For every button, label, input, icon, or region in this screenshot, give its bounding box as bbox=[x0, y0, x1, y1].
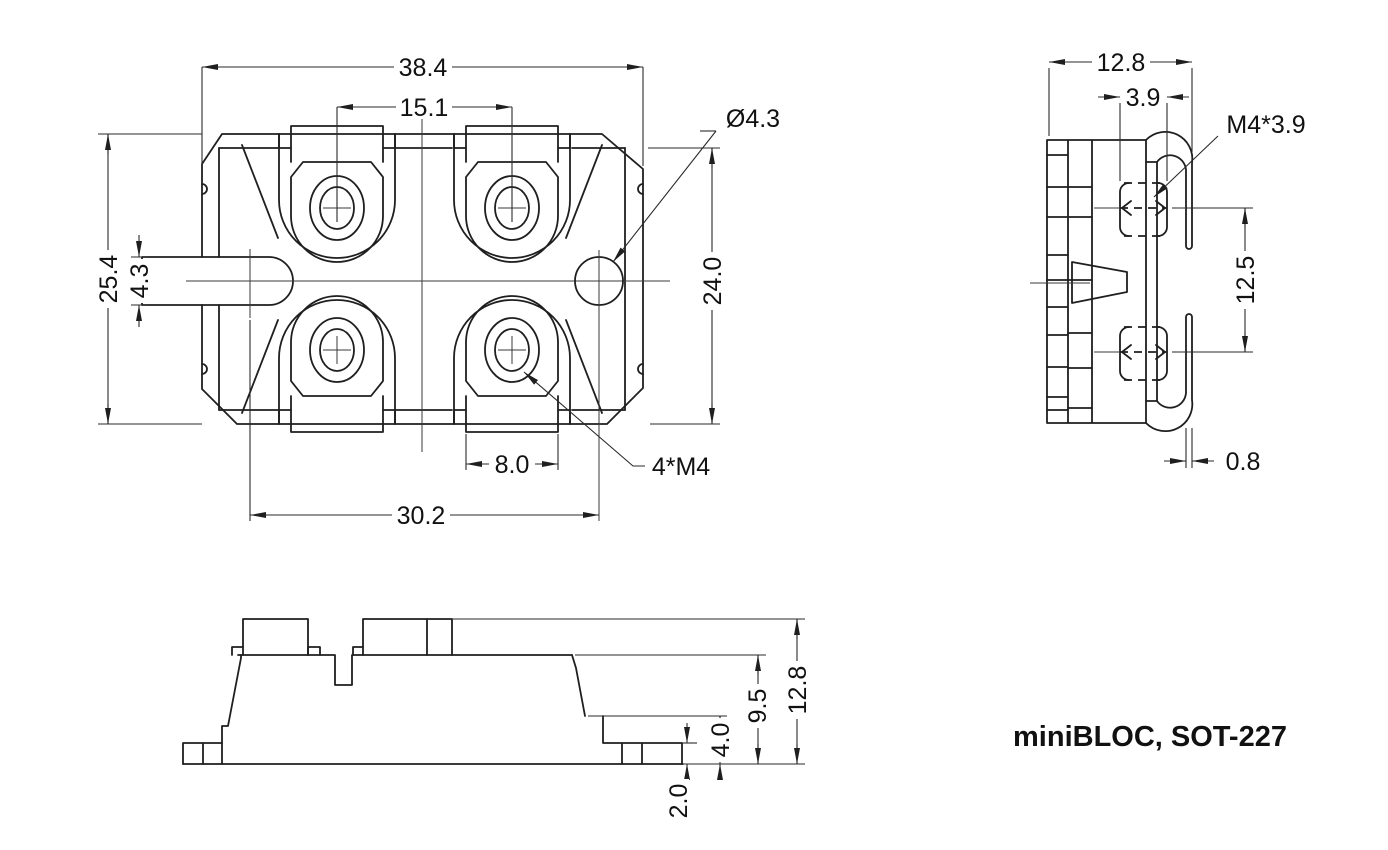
dim-30-2-text: 30.2 bbox=[397, 502, 446, 530]
label-screws: 4*M4 bbox=[523, 371, 710, 481]
side-view-laminate-left bbox=[1046, 154, 1069, 411]
lead-tab bbox=[141, 249, 294, 318]
front-view-right-block bbox=[362, 618, 453, 656]
front-view-left-block bbox=[242, 618, 309, 656]
front-view-right-slope bbox=[571, 654, 683, 765]
hex-nut-bottom bbox=[1094, 326, 1168, 381]
dim-4-3-tab: 4.3 bbox=[126, 235, 154, 327]
dim-9-5: 9.5 bbox=[575, 654, 772, 764]
dim-25-4: 25.4 bbox=[95, 133, 202, 425]
label-nut: M4*3.9 bbox=[1153, 111, 1306, 198]
label-nut-text: M4*3.9 bbox=[1226, 111, 1305, 139]
top-view-corner-diagonals bbox=[241, 144, 603, 414]
front-view-left-foot bbox=[182, 742, 223, 765]
dim-12-5: 12.5 bbox=[1172, 207, 1260, 353]
dim-0-8-text: 0.8 bbox=[1226, 448, 1261, 476]
dim-4-0-text: 4.0 bbox=[707, 723, 735, 758]
dim-12-8-front: 12.8 bbox=[452, 618, 812, 765]
package-caption: miniBLOC, SOT-227 bbox=[1013, 721, 1287, 753]
dim-8-0: 8.0 bbox=[465, 434, 559, 479]
dim-12-8-side: 12.8 bbox=[1048, 49, 1193, 152]
front-view-shoulder bbox=[237, 654, 573, 686]
mounting-hole bbox=[574, 250, 624, 521]
side-view-body bbox=[1046, 139, 1147, 424]
terminal-top-left bbox=[278, 125, 396, 263]
top-view: 38.4 15.1 25.4 bbox=[95, 54, 780, 530]
dim-15-1-text: 15.1 bbox=[400, 94, 449, 122]
spring-clip-bottom bbox=[1145, 313, 1194, 433]
label-hole-dia-text: Ø4.3 bbox=[726, 105, 780, 133]
dim-2-0-text: 2.0 bbox=[665, 784, 693, 819]
dim-3-9-text: 3.9 bbox=[1126, 84, 1161, 112]
top-view-edge-notches bbox=[201, 183, 644, 375]
dim-24-0-text: 24.0 bbox=[699, 257, 727, 306]
front-view-left-slope bbox=[221, 654, 242, 744]
terminal-bottom-left bbox=[278, 295, 396, 433]
dim-38-4-text: 38.4 bbox=[399, 54, 448, 82]
dim-15-1: 15.1 bbox=[336, 94, 513, 222]
label-screws-text: 4*M4 bbox=[652, 453, 710, 481]
dim-12-8-side-text: 12.8 bbox=[1097, 49, 1146, 77]
dim-4-0: 4.0 bbox=[588, 715, 735, 780]
dim-0-8: 0.8 bbox=[1164, 428, 1260, 476]
dim-8-0-text: 8.0 bbox=[495, 451, 530, 479]
dim-9-5-text: 9.5 bbox=[744, 689, 772, 724]
dim-24-0: 24.0 bbox=[648, 147, 727, 425]
side-view: 12.8 3.9 M4*3.9 12.5 bbox=[1030, 49, 1306, 476]
front-view: 2.0 4.0 9.5 bbox=[182, 618, 812, 823]
terminal-bottom-right bbox=[453, 295, 571, 433]
dim-12-5-text: 12.5 bbox=[1232, 256, 1260, 305]
hex-nut-top bbox=[1094, 182, 1168, 237]
side-view-lead-wedge bbox=[1071, 261, 1128, 304]
dim-25-4-text: 25.4 bbox=[95, 255, 123, 304]
dim-4-3-tab-text: 4.3 bbox=[126, 264, 154, 299]
side-view-step-edge bbox=[1145, 161, 1158, 402]
dim-30-2: 30.2 bbox=[249, 320, 599, 530]
dim-2-0: 2.0 bbox=[665, 723, 697, 823]
spring-clip-top bbox=[1145, 130, 1194, 250]
dim-12-8-front-text: 12.8 bbox=[784, 666, 812, 715]
side-view-laminate-mid bbox=[1067, 186, 1093, 409]
front-view-ears bbox=[231, 646, 364, 656]
dim-3-9: 3.9 bbox=[1098, 84, 1189, 181]
label-hole-dia: Ø4.3 bbox=[612, 105, 780, 263]
dim-38-4: 38.4 bbox=[201, 54, 644, 166]
